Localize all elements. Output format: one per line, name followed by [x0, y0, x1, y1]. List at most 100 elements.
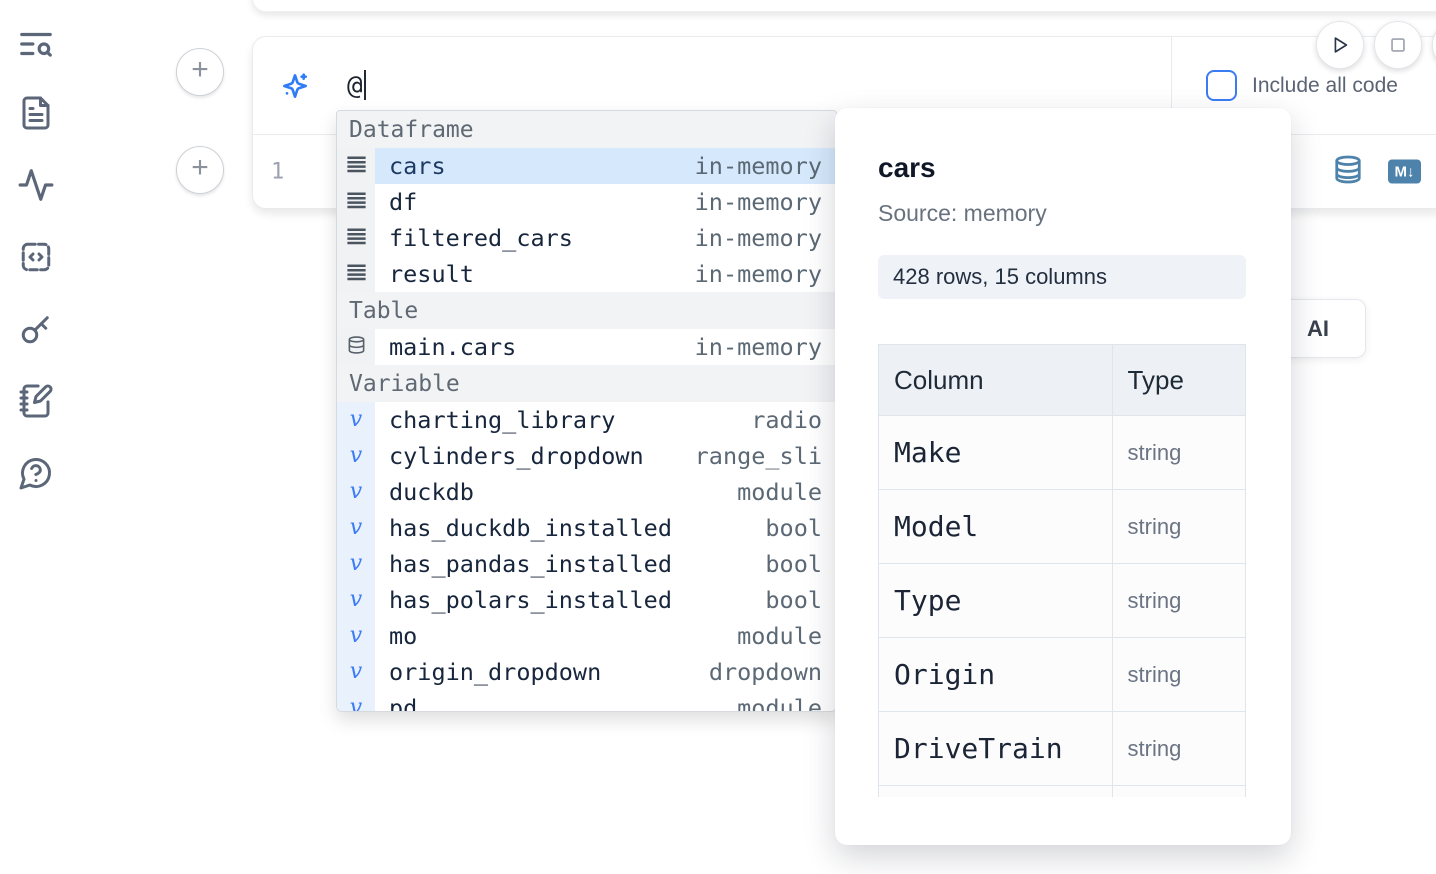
- item-main: has_polars_installed bool: [375, 582, 836, 618]
- preview-shape-badge: 428 rows, 15 columns: [878, 255, 1246, 299]
- item-type: module: [737, 622, 822, 650]
- schema-column-type: string: [1111, 711, 1247, 786]
- item-type: in-memory: [694, 224, 822, 252]
- markdown-export-icon[interactable]: M↓: [1388, 159, 1421, 184]
- code-snippets-icon[interactable]: [16, 237, 56, 277]
- item-name: pd: [389, 694, 418, 712]
- dataframe-rows-icon: [345, 189, 368, 216]
- schema-column-name: Type: [878, 563, 1113, 638]
- item-type: bool: [765, 514, 822, 542]
- item-type: dropdown: [708, 658, 822, 686]
- variable-icon: v: [349, 587, 363, 612]
- partial-button[interactable]: [1432, 21, 1436, 69]
- item-type: module: [737, 694, 822, 712]
- variable-icon: v: [349, 443, 363, 468]
- stop-button[interactable]: [1374, 21, 1422, 69]
- key-icon[interactable]: [16, 309, 56, 349]
- schema-row-partial: [878, 785, 1247, 797]
- item-name: has_polars_installed: [389, 586, 672, 614]
- schema-column-name: Model: [878, 489, 1113, 564]
- item-type: bool: [765, 550, 822, 578]
- item-name: result: [389, 260, 474, 288]
- dataframe-rows-icon: [345, 225, 368, 252]
- variable-icon: v: [349, 551, 363, 576]
- dataframe-rows-icon: [345, 153, 368, 180]
- file-document-icon[interactable]: [16, 93, 56, 133]
- item-type: module: [737, 478, 822, 506]
- add-cell-above-button[interactable]: +: [176, 48, 224, 96]
- schema-column-type: string: [1111, 563, 1247, 638]
- include-all-code-checkbox[interactable]: [1206, 70, 1237, 101]
- item-icon-gutter: v: [337, 438, 375, 474]
- text-caret: [363, 70, 366, 100]
- item-icon-gutter: v: [337, 546, 375, 582]
- line-number: 1: [271, 159, 285, 184]
- item-main: pd module: [375, 690, 836, 712]
- text-search-icon[interactable]: [16, 24, 56, 64]
- autocomplete-item-filtered_cars[interactable]: filtered_cars in-memory: [337, 220, 836, 256]
- item-type: in-memory: [694, 333, 822, 361]
- run-controls: [1316, 21, 1436, 69]
- item-name: charting_library: [389, 406, 616, 434]
- run-cell-button[interactable]: [1316, 21, 1364, 69]
- schema-column-name: DriveTrain: [878, 711, 1113, 786]
- schema-header-cell: Type: [1111, 344, 1247, 416]
- database-icon[interactable]: [1333, 153, 1363, 190]
- include-all-code-label: Include all code: [1252, 73, 1398, 97]
- help-chat-icon[interactable]: [16, 453, 56, 493]
- add-cell-below-button[interactable]: +: [176, 146, 224, 194]
- schema-column-name: Origin: [878, 637, 1113, 712]
- sparkles-icon: [279, 70, 311, 102]
- ai-prompt-input[interactable]: @: [347, 70, 366, 101]
- activity-icon[interactable]: [16, 165, 56, 205]
- autocomplete-section-header: Dataframe: [337, 111, 836, 148]
- variable-icon: v: [349, 479, 363, 504]
- cell-actions: M↓: [1333, 153, 1421, 190]
- item-name: filtered_cars: [389, 224, 573, 252]
- item-icon-gutter: [337, 184, 375, 220]
- item-type: bool: [765, 586, 822, 614]
- notebook-pen-icon[interactable]: [16, 381, 56, 421]
- item-icon-gutter: [337, 220, 375, 256]
- dataframe-preview-panel: cars Source: memory 428 rows, 15 columns…: [835, 108, 1291, 845]
- item-type: in-memory: [694, 188, 822, 216]
- schema-header-cell: Column: [878, 344, 1113, 416]
- item-icon-gutter: v: [337, 690, 375, 711]
- item-icon-gutter: [337, 256, 375, 292]
- ai-prompt-row: @ Include all code: [253, 37, 1436, 134]
- autocomplete-section-header: Table: [337, 292, 836, 329]
- variable-icon: v: [349, 515, 363, 540]
- schema-column-name: Make: [878, 415, 1113, 490]
- item-type: in-memory: [694, 152, 822, 180]
- item-main: filtered_cars in-memory: [375, 220, 836, 256]
- autocomplete-item-has_polars_installed[interactable]: v has_polars_installed bool: [337, 582, 836, 618]
- schema-column-type: string: [1111, 489, 1247, 564]
- item-icon-gutter: v: [337, 402, 375, 438]
